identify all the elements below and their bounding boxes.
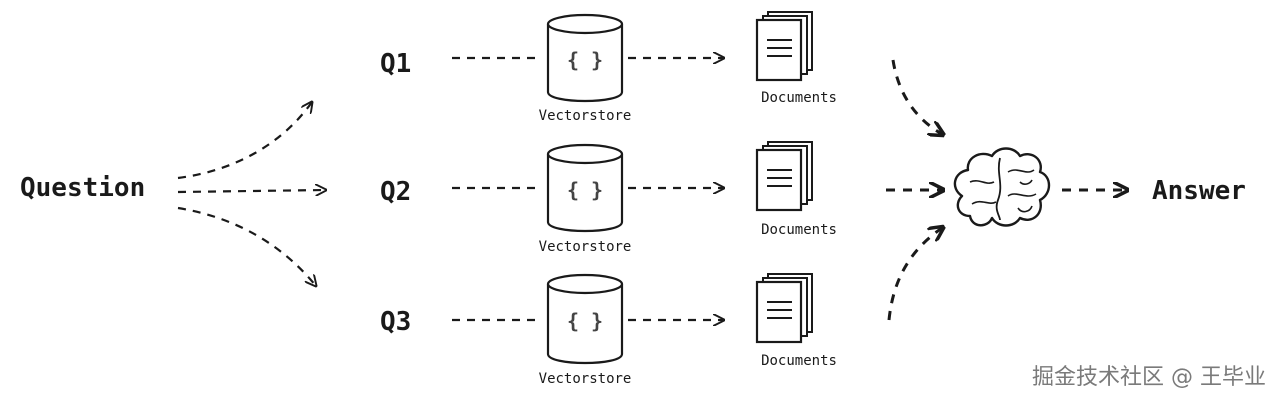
query-row-1: Q1 { } Vectorstore Documents (380, 11, 837, 124)
arrow-question-to-q2 (177, 190, 326, 192)
vectorstore-icon: { } (546, 273, 624, 365)
query-row-2: Q2 { } Vectorstore Documents (380, 141, 837, 255)
brain-icon (953, 147, 1051, 227)
vectorstore-icon: { } (546, 13, 624, 103)
documents-label: Documents (761, 90, 837, 106)
question-label: Question (20, 173, 145, 203)
documents-icon (755, 11, 813, 82)
query-label-q1: Q1 (380, 49, 411, 79)
vectorstore-label: Vectorstore (539, 371, 632, 387)
vectorstore-braces: { } (567, 309, 603, 333)
documents-label: Documents (761, 353, 837, 369)
query-row-3: Q3 { } Vectorstore Documents (380, 273, 837, 387)
arrow-docs1-to-brain (891, 59, 942, 134)
vectorstore-icon: { } (546, 143, 624, 233)
vectorstore-label: Vectorstore (539, 239, 632, 255)
documents-icon (755, 141, 813, 212)
arrow-question-to-q1 (177, 102, 312, 180)
answer-label: Answer (1152, 176, 1246, 206)
vectorstore-braces: { } (567, 178, 603, 202)
vectorstore-braces: { } (567, 48, 603, 72)
query-label-q2: Q2 (380, 177, 411, 207)
watermark: 掘金技术社区 @ 王毕业 (1032, 365, 1266, 390)
arrow-docs3-to-brain (887, 228, 942, 321)
arrow-question-to-q3 (177, 206, 316, 286)
vectorstore-label: Vectorstore (539, 108, 632, 124)
documents-icon (755, 273, 813, 344)
query-label-q3: Q3 (380, 307, 411, 337)
documents-label: Documents (761, 222, 837, 238)
